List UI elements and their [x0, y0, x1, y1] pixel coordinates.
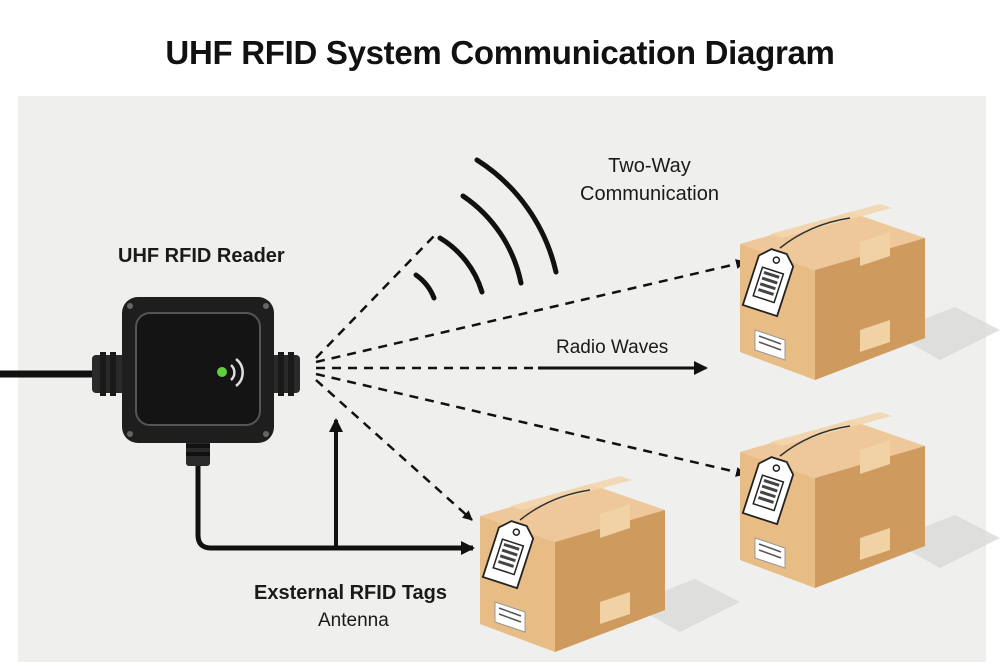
two-way-communication-label: Two-Way Communication: [580, 152, 719, 208]
antenna-cable: [195, 462, 475, 555]
dashed-wave-to-right-box: [315, 372, 746, 477]
page-title: UHF RFID System Communication Diagram: [165, 34, 835, 71]
signal-arcs: [413, 157, 559, 301]
reader-label: UHF RFID Reader: [118, 245, 285, 267]
two-way-line2: Communication: [580, 183, 719, 205]
cardboard-box-icon: [739, 203, 1000, 381]
antenna-label: Antenna: [318, 610, 389, 631]
external-tags-label: Exsternal RFID Tags: [254, 582, 448, 604]
two-way-line1: Two-Way: [608, 155, 691, 177]
dashed-wave-upper: [315, 235, 435, 359]
dashed-wave-to-top-box: [315, 259, 746, 364]
rfid-reader-icon: [92, 297, 300, 466]
cardboard-box-icon: [479, 475, 741, 653]
radio-waves-label: Radio Waves: [556, 337, 669, 358]
dashed-wave-to-bottom-box: [315, 379, 473, 521]
wifi-signal-icon: [217, 358, 244, 387]
cardboard-box-icon: [739, 411, 1000, 589]
